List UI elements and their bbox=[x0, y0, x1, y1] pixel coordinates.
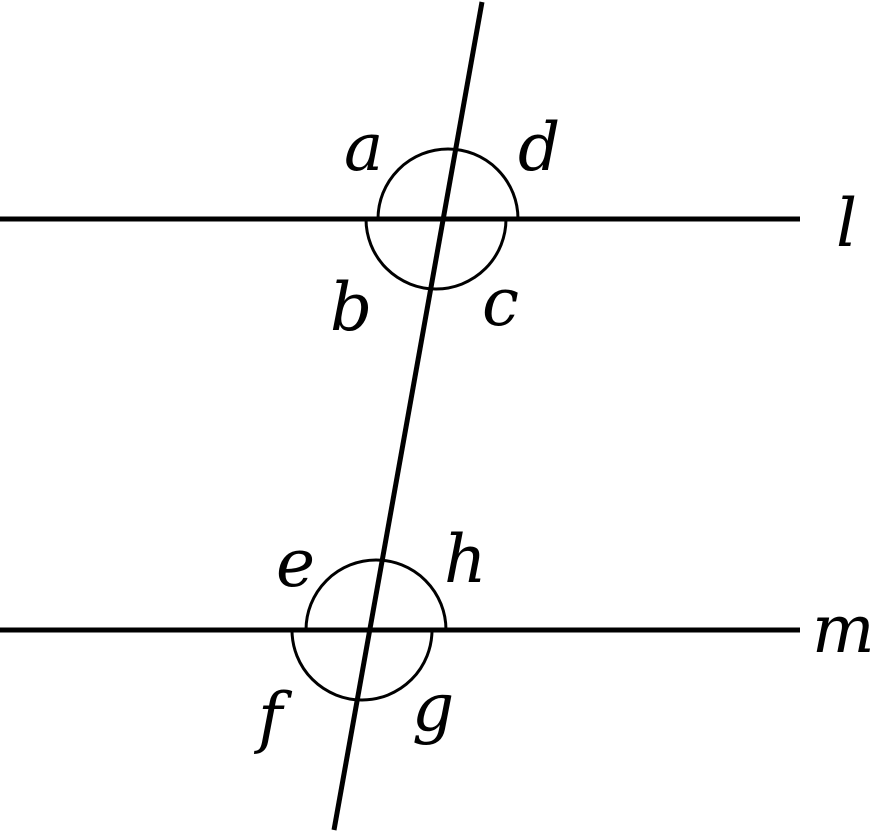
angle-arc-upper-top bbox=[376, 147, 520, 220]
angle-label-b: b bbox=[330, 269, 372, 346]
angle-arc-lower-top bbox=[304, 558, 448, 631]
angle-arc-upper-bottom bbox=[364, 218, 508, 291]
angle-label-e: e bbox=[276, 525, 315, 602]
angle-label-g: g bbox=[412, 669, 454, 746]
line-m-label: m bbox=[812, 591, 875, 668]
angle-arc-lower-bottom bbox=[290, 629, 434, 702]
angle-label-d: d bbox=[518, 109, 560, 186]
angle-label-c: c bbox=[482, 264, 519, 341]
angle-label-a: a bbox=[344, 109, 383, 186]
transversal-line bbox=[331, 1, 485, 831]
angle-label-h: h bbox=[444, 521, 487, 598]
angle-label-f: f bbox=[253, 679, 293, 756]
line-l-label: l bbox=[836, 185, 857, 262]
